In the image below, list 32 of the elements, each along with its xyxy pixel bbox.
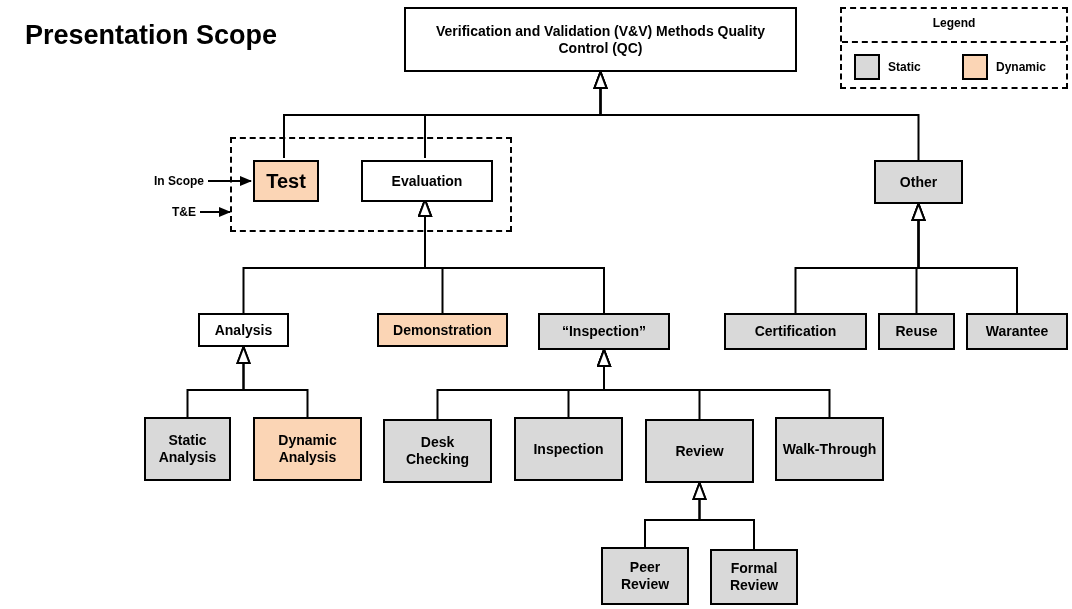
method-box: Desk Checking (383, 419, 492, 483)
method-box: Inspection (514, 417, 623, 481)
arrow (207, 176, 252, 186)
callout-label: In Scope (120, 170, 204, 192)
method-box: Certification (724, 313, 867, 350)
generalization-connector (911, 203, 1018, 314)
generalization-connector (236, 346, 309, 418)
generalization-connector (692, 482, 755, 550)
legend-label: Static (888, 60, 921, 74)
method-box: Demonstration (377, 313, 508, 347)
method-box: Analysis (198, 313, 289, 347)
method-box: Walk-Through (775, 417, 884, 481)
legend-label: Dynamic (996, 60, 1047, 74)
method-box: Reuse (878, 313, 955, 350)
method-box: Test (253, 160, 319, 202)
method-box: Dynamic Analysis (253, 417, 362, 481)
arrow (199, 207, 231, 217)
method-box: Static Analysis (144, 417, 231, 481)
generalization-connector (597, 349, 831, 418)
scope-boundary (230, 137, 512, 232)
method-box: Review (645, 419, 754, 483)
method-box: Formal Review (710, 549, 798, 605)
method-box: Other (874, 160, 963, 204)
legend-title: Legend (931, 16, 977, 30)
method-box: Warantee (966, 313, 1068, 350)
callout-label: T&E (150, 201, 196, 223)
title: Presentation Scope (25, 20, 278, 51)
method-box: Peer Review (601, 547, 689, 605)
method-box: “Inspection” (538, 313, 670, 350)
method-box: Verification and Validation (V&V) Methods Quality Control (QC) (404, 7, 797, 72)
generalization-connector (593, 71, 920, 161)
method-box: Evaluation (361, 160, 493, 202)
